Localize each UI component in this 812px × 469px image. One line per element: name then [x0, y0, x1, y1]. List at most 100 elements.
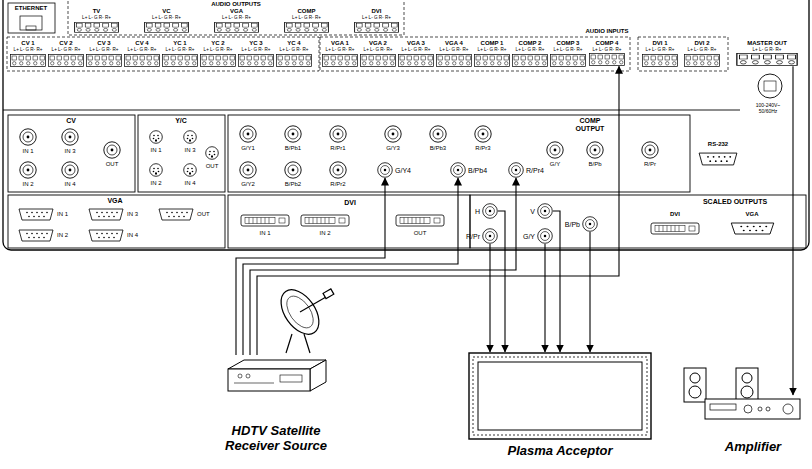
- panel-label: Y/C: [175, 117, 187, 125]
- panel-label: VGA: [107, 197, 122, 205]
- panel-label: L+ L- G R- R+: [128, 47, 157, 52]
- amplifier-unit: [700, 395, 806, 423]
- panel-label: IN 1: [150, 147, 161, 154]
- cable: [489, 244, 490, 352]
- terminal-block: MASTER OUTL+ L- G R- R+: [736, 38, 798, 66]
- panel-label: G/Y: [550, 161, 560, 168]
- panel-label: IN 1: [22, 148, 33, 155]
- bnc-connector: B/Pb4: [450, 162, 487, 178]
- node-label: L+ L- G R- R+: [736, 47, 798, 52]
- panel-label: RS-232: [708, 141, 728, 148]
- node-label: B/Pb4: [468, 167, 487, 174]
- bnc-jack: [537, 203, 553, 219]
- cable: [792, 66, 793, 395]
- panel-label: L+ L- G R- R+: [516, 47, 545, 52]
- panel-label: IN 4: [127, 232, 138, 239]
- panel-label: VC: [162, 8, 170, 15]
- panel-label: L+ L- G R- R+: [646, 47, 675, 52]
- panel-label: L+ L- G R- R+: [292, 15, 321, 20]
- bnc-connector: R/Pr: [466, 228, 498, 244]
- panel-label: IN 3: [64, 148, 75, 155]
- panel-label: L+ L- G R- R+: [688, 47, 717, 52]
- panel-label: L+ L- G R- R+: [364, 47, 393, 52]
- panel-label: COMP 1: [481, 40, 504, 47]
- panel-label: VGA 1: [331, 40, 349, 47]
- cable: [243, 178, 458, 355]
- bnc-connector: G/Y: [523, 228, 553, 244]
- panel-label: ETHERNET: [15, 5, 47, 12]
- panel-label: IN 2: [150, 180, 161, 187]
- panel-label: G/Y2: [241, 181, 255, 188]
- panel-label: TV: [93, 8, 101, 15]
- panel-label: OUT: [197, 211, 210, 218]
- panel-label: IN 2: [57, 232, 68, 239]
- bnc-connector: V: [530, 203, 553, 219]
- panel-label: L+ L- G R- R+: [554, 47, 583, 52]
- bnc-jack: [508, 162, 524, 178]
- terminal-strip: [589, 53, 625, 66]
- panel-label: VGA 3: [407, 40, 425, 47]
- panel-label: YC 3: [249, 40, 262, 47]
- panel-label: VGA: [745, 211, 758, 218]
- panel-label: YC 2: [211, 40, 224, 47]
- cable: [589, 232, 590, 352]
- panel-label: L+ L- G R- R+: [222, 15, 251, 20]
- bnc-jack: [482, 203, 498, 219]
- cable: [257, 66, 619, 355]
- panel-label: L+ L- G R- R+: [242, 47, 271, 52]
- panel-label: R/Pr2: [330, 181, 345, 188]
- panel-label: VGA: [230, 8, 243, 15]
- device-node: HDTV Satellite Receiver Source: [216, 355, 336, 453]
- panel-label: SCALED OUTPUTS: [703, 198, 767, 206]
- bnc-connector: B/Pb: [565, 216, 598, 232]
- panel-label: DVI 2: [694, 40, 709, 47]
- panel-label: 100-240V~ 50/60Hz: [748, 103, 788, 114]
- panel-label: IN 2: [22, 181, 33, 188]
- node-label: G/Y: [523, 233, 535, 240]
- panel-label: L+ L- G R- R+: [280, 47, 309, 52]
- panel-label: IN 3: [184, 147, 195, 154]
- panel-label: B/Pb3: [430, 145, 446, 152]
- panel-label: R/Pr: [644, 161, 656, 168]
- panel-label: YC 4: [287, 40, 300, 47]
- cable: [553, 211, 560, 352]
- node-label: B/Pb: [565, 221, 580, 228]
- panel-label: L+ L- G R- R+: [14, 47, 43, 52]
- panel-label: R/Pr3: [475, 145, 490, 152]
- panel-label: OUT: [206, 163, 219, 170]
- panel-label: COMP: [298, 8, 316, 15]
- bnc-connector: R/Pr4: [508, 162, 544, 178]
- node-label: R/Pr: [466, 233, 480, 240]
- bnc-jack: [582, 216, 598, 232]
- cable: [498, 211, 505, 352]
- panel-label: L+ L- G R- R+: [326, 47, 355, 52]
- panel-label: AUDIO INPUTS: [585, 28, 628, 35]
- panel-label: CV 2: [59, 40, 72, 47]
- cable: [544, 244, 545, 352]
- panel-label: DVI 1: [652, 40, 667, 47]
- node-label: Plasma Acceptor: [468, 443, 652, 458]
- panel-label: L+ L- G R- R+: [90, 47, 119, 52]
- node-label: L+ L- G R- R+: [589, 47, 625, 52]
- node-label: MASTER OUT: [736, 40, 798, 47]
- panel-label: DVI: [670, 211, 680, 218]
- panel-label: IN 3: [127, 211, 138, 218]
- panel-label: IN 1: [57, 211, 68, 218]
- panel-label: COMP 2: [519, 40, 542, 47]
- panel-label: G/Y1: [241, 145, 255, 152]
- panel-label: L+ L- G R- R+: [152, 15, 181, 20]
- node-label: COMP 4: [589, 40, 625, 47]
- panel-label: COMP 3: [557, 40, 580, 47]
- bnc-jack: [450, 162, 466, 178]
- panel-label: IN 4: [184, 180, 195, 187]
- bnc-jack: [377, 162, 393, 178]
- cable: [236, 178, 385, 355]
- panel-label: VGA 2: [369, 40, 387, 47]
- terminal-strip: [736, 53, 798, 66]
- panel-label: CV 1: [21, 40, 34, 47]
- panel-label: OUT: [106, 161, 119, 168]
- panel-label: VGA 4: [445, 40, 463, 47]
- panel-label: B/Pb: [588, 161, 601, 168]
- bnc-jack: [537, 228, 553, 244]
- panel-label: B/Pb2: [285, 181, 301, 188]
